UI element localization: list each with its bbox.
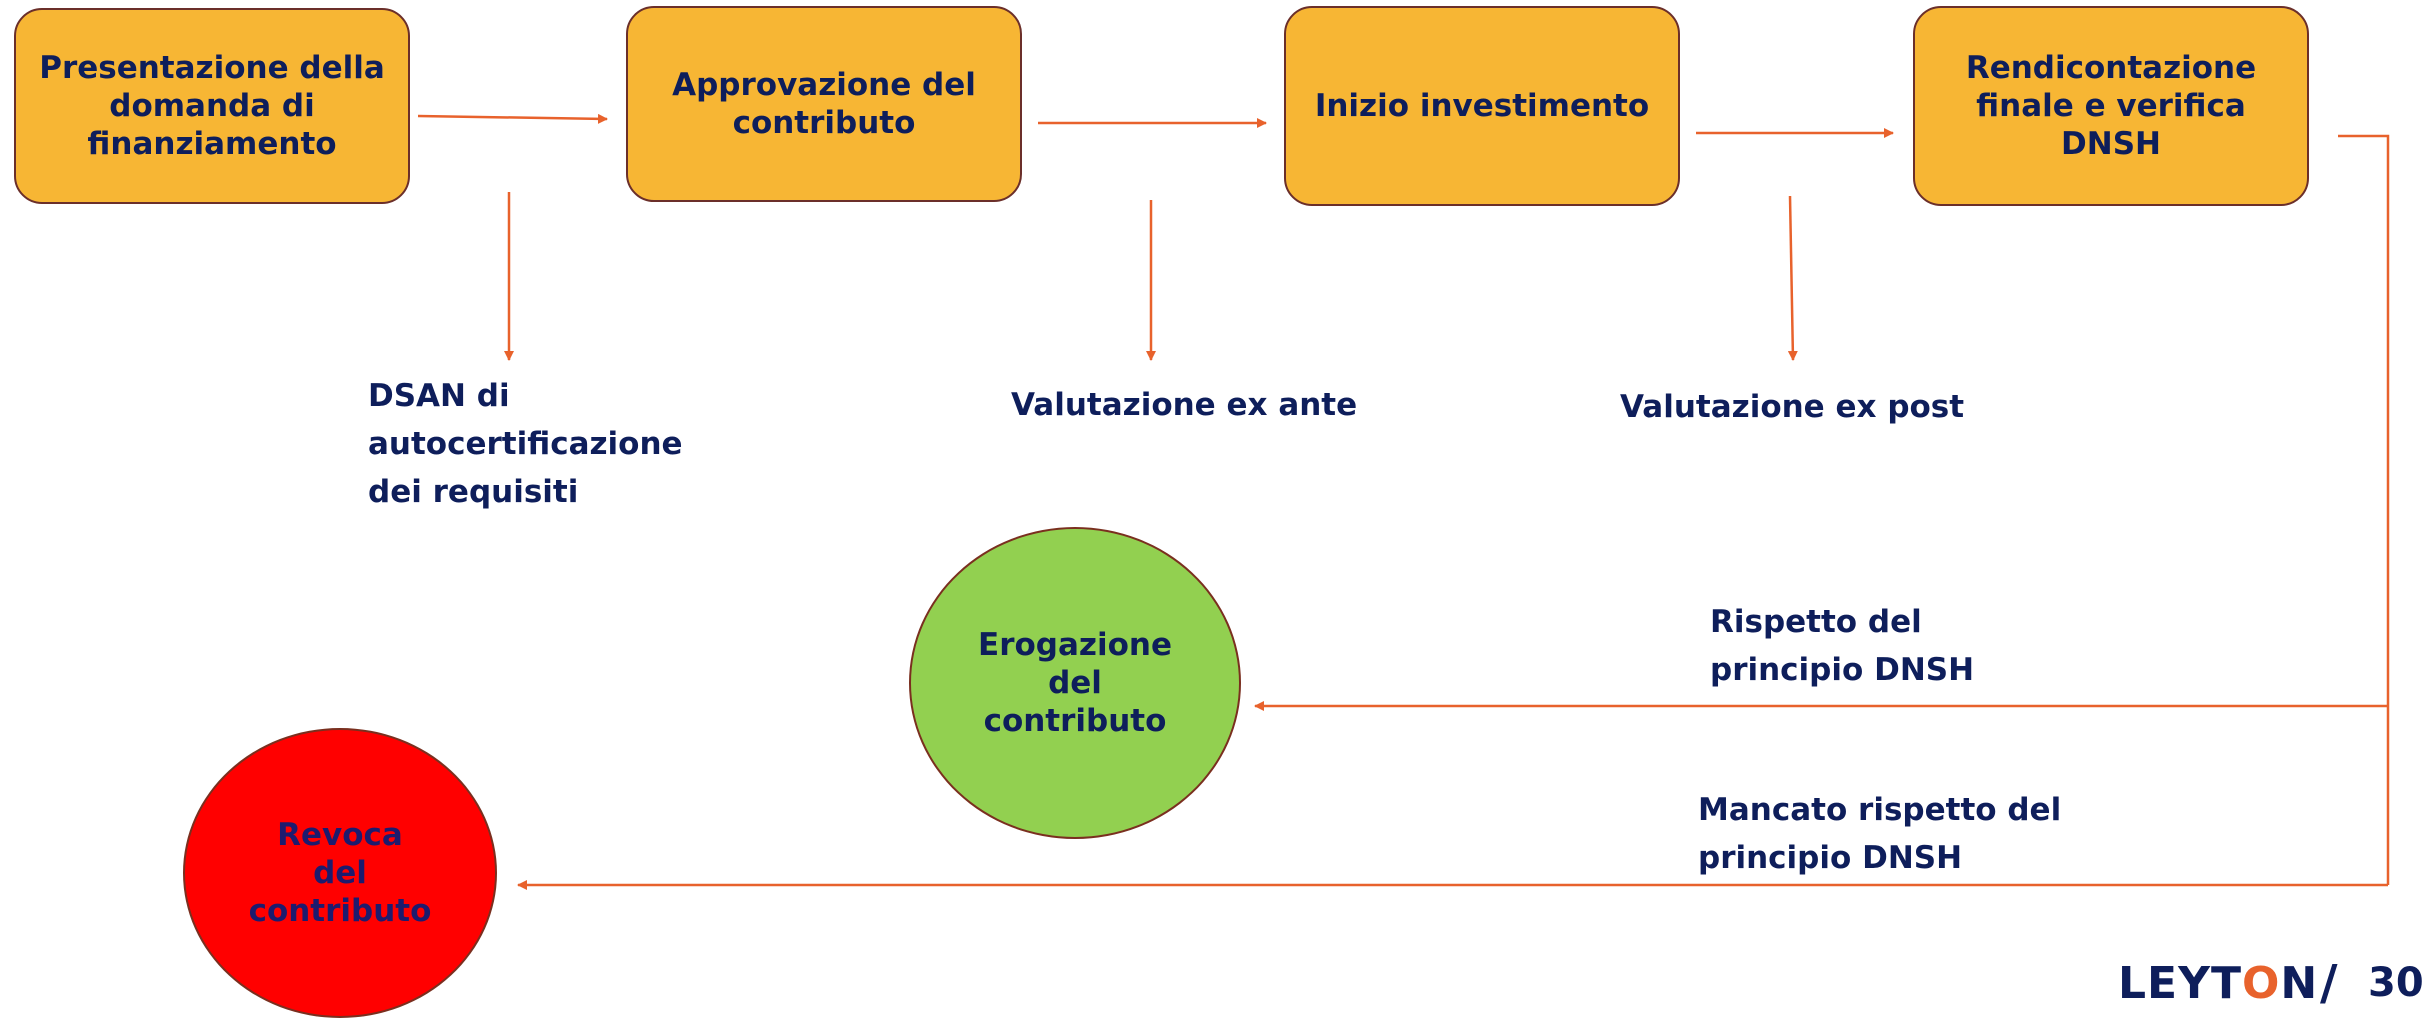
logo-slash: / [2320, 955, 2338, 1011]
page-number: 30 [2368, 960, 2424, 1006]
erogazione-contributo-circle: Erogazione del contributo [909, 527, 1241, 839]
note-valutazione-ex-ante: Valutazione ex ante [1011, 387, 1358, 423]
leyton-logo: LEYTON [2118, 958, 2319, 1009]
note-valutazione-ex-post: Valutazione ex post [1620, 389, 1965, 425]
arrow-down-ex-post [1787, 195, 1798, 361]
step-approvazione-contributo: Approvazione del contributo [626, 6, 1022, 202]
connector-right-vertical [2338, 134, 2390, 885]
step-inizio-investimento: Inizio investimento [1284, 6, 1680, 206]
label-rispetto-dnsh: Rispetto del principio DNSH [1710, 604, 1975, 688]
revoca-contributo-circle: Revoca del contributo [183, 728, 497, 1018]
step-rendicontazione-finale: Rendicontazione finale e verifica DNSH [1913, 6, 2309, 206]
arrow-step1-to-step2 [417, 113, 608, 124]
step-presentazione-domanda: Presentazione della domanda di finanziam… [14, 8, 410, 204]
label-mancato-rispetto-dnsh: Mancato rispetto del principio DNSH [1698, 792, 2062, 876]
note-dsan-autocertificazione: DSAN di autocertificazione dei requisiti [368, 378, 683, 510]
